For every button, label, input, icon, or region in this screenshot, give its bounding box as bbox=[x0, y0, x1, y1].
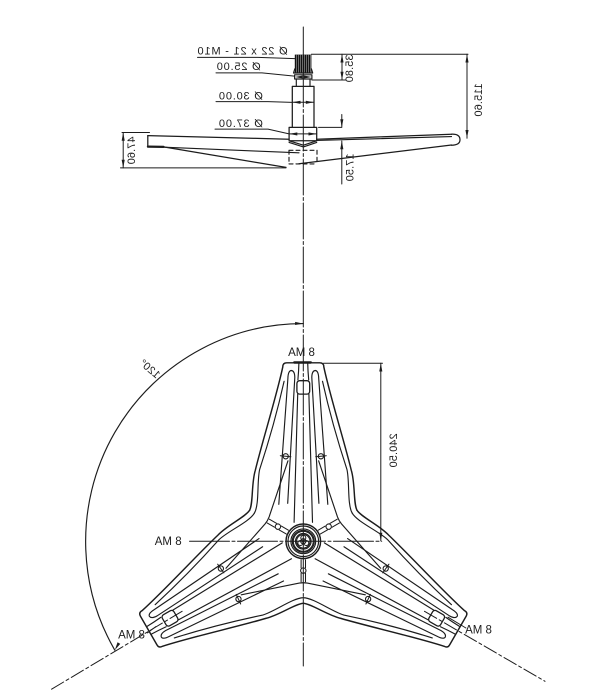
svg-text:115.60: 115.60 bbox=[473, 83, 485, 116]
svg-text:47.60: 47.60 bbox=[126, 136, 138, 164]
svg-text:240.50: 240.50 bbox=[388, 433, 400, 467]
svg-text:35.80: 35.80 bbox=[344, 54, 356, 82]
svg-text:Ø 37.00: Ø 37.00 bbox=[218, 118, 263, 130]
svg-text:Ø 30.00: Ø 30.00 bbox=[218, 91, 263, 103]
svg-text:AM 8: AM 8 bbox=[155, 536, 182, 548]
svg-text:AM 8: AM 8 bbox=[465, 624, 492, 636]
svg-text:Ø 22 x 21 - M10: Ø 22 x 21 - M10 bbox=[197, 45, 288, 57]
svg-text:17.50: 17.50 bbox=[344, 153, 356, 181]
svg-text:AM 8: AM 8 bbox=[118, 630, 145, 642]
svg-text:AM 8: AM 8 bbox=[288, 347, 315, 359]
svg-text:120°: 120° bbox=[137, 357, 162, 381]
svg-text:Ø 25.00: Ø 25.00 bbox=[216, 61, 261, 73]
